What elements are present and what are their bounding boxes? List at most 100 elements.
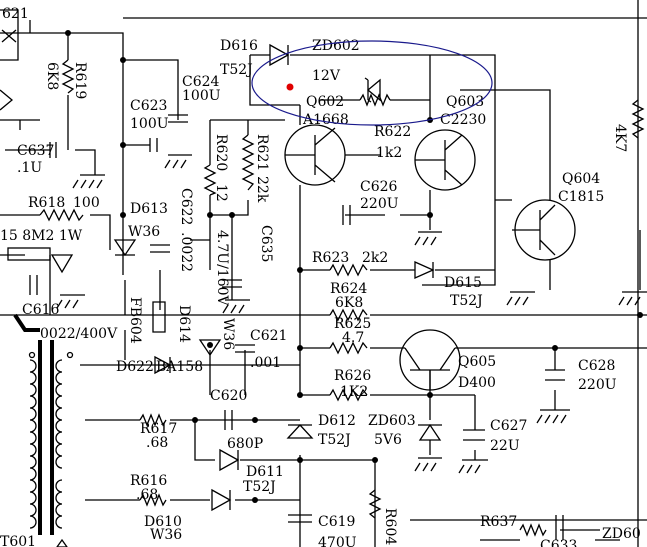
- r620-body: [203, 164, 217, 196]
- label-zd603-value: 5V6: [374, 432, 402, 448]
- label-r626-value: 1K2: [340, 384, 368, 400]
- label-q603: Q603: [446, 94, 484, 110]
- component-labels: 621 6K8 R619 C624 100U C623 100U C637 .1…: [0, 6, 641, 547]
- d611-body: [219, 448, 240, 472]
- label-zd60: ZD60: [602, 526, 641, 542]
- r637-body: [519, 523, 547, 537]
- label-c626: C626: [360, 179, 398, 195]
- label-c623: C623: [130, 98, 167, 114]
- label-c628-value: 220U: [578, 377, 617, 393]
- label-c633: C633: [540, 538, 577, 547]
- d612-body: [286, 424, 314, 439]
- r621-body: [241, 134, 255, 191]
- label-r637: R637: [480, 514, 517, 530]
- r622-body: [359, 93, 391, 107]
- label-r617: R617: [140, 421, 177, 437]
- resistors: [7, 59, 645, 537]
- label-c623-value: 100U: [130, 116, 169, 132]
- junction-dots: [65, 30, 643, 503]
- label-c635-value: 4.7U/160V: [214, 230, 230, 307]
- zd603-body: [418, 423, 442, 441]
- diodes: [113, 43, 442, 512]
- label-d610-value: W36: [150, 527, 182, 543]
- label-d622: D622: [116, 359, 154, 375]
- label-d611: D611: [246, 464, 284, 480]
- c620-body: [224, 410, 233, 430]
- label-c620: C620: [210, 388, 247, 404]
- label-q602-value: A1668: [302, 112, 349, 128]
- r626-body: [329, 388, 368, 402]
- label-r623: R623: [312, 250, 349, 266]
- label-c624: C624: [182, 74, 220, 90]
- label-4k7: 4K7: [612, 124, 628, 152]
- c637-body: [49, 142, 57, 158]
- label-r622-value: 1k2: [376, 145, 402, 161]
- q604-symbol: [512, 199, 576, 261]
- label-zd602: ZD602: [312, 38, 360, 54]
- label-r622: R622: [374, 124, 411, 140]
- label-w36b: W36: [220, 318, 236, 350]
- transistors: [284, 124, 576, 391]
- label-d612: D612: [318, 413, 356, 429]
- r604-body: [368, 489, 382, 519]
- ground-symbols: [0, 89, 647, 474]
- d616-body: [269, 43, 290, 67]
- label-c619-value: 470U: [318, 535, 357, 547]
- label-c637: C637: [17, 143, 54, 159]
- label-r625-value: 4.7: [342, 330, 364, 346]
- label-r620: R620: [213, 134, 229, 171]
- label-q603-value: C2230: [440, 112, 486, 128]
- label-c621-value: .001: [250, 355, 281, 371]
- q605-symbol: [399, 329, 461, 391]
- q603-symbol: [414, 129, 476, 191]
- label-r625: R625: [334, 316, 371, 332]
- label-r619: R619: [72, 62, 88, 99]
- label-r626: R626: [334, 368, 371, 384]
- label-c626-value: 220U: [360, 196, 399, 212]
- c627-body: [463, 429, 485, 441]
- r4k7-body: [631, 99, 645, 139]
- d610-body: [211, 488, 232, 512]
- label-c628: C628: [578, 358, 615, 374]
- label-c637-value: .1U: [17, 160, 42, 176]
- highlight-ellipse: [251, 40, 493, 126]
- r623-body: [329, 263, 368, 277]
- c626-body: [342, 205, 351, 225]
- label-621: 621: [2, 6, 29, 22]
- c635-body: [222, 279, 242, 288]
- d615-body: [414, 260, 435, 280]
- label-r618-value: 100: [73, 195, 100, 211]
- label-d616-value: T52J: [220, 62, 253, 78]
- label-r621: R621: [254, 134, 270, 171]
- label-r616-value: .68: [136, 487, 158, 503]
- label-t601: T601: [0, 534, 36, 547]
- label-zd602-value: 12V: [312, 68, 341, 84]
- label-c621: C621: [250, 328, 287, 344]
- label-d612-value: T52J: [318, 432, 351, 448]
- r625-body: [329, 341, 368, 355]
- label-c616: C616: [22, 302, 60, 318]
- transformer-t601: [0, 9, 74, 547]
- label-r617-value: .68: [146, 435, 168, 451]
- fb604-body: [152, 301, 166, 333]
- c619-body: [288, 514, 312, 523]
- label-r624-value: 6K8: [335, 295, 363, 311]
- label-6k8: 6K8: [44, 62, 60, 90]
- label-q604: Q604: [562, 171, 600, 187]
- label-q605: Q605: [458, 354, 496, 370]
- label-d622-value: BA158: [156, 359, 203, 375]
- label-d616: D616: [220, 38, 258, 54]
- label-c624-value: 100U: [182, 88, 221, 104]
- label-d615: D615: [444, 275, 482, 291]
- d614-body: [198, 339, 222, 357]
- label-c627-value: 22U: [490, 438, 520, 454]
- label-8m2: 15 8M2 1W: [0, 228, 83, 244]
- c624-body: [168, 114, 188, 123]
- r624-body: [329, 308, 368, 322]
- label-r620-value: 12: [213, 184, 229, 202]
- c621-body: [235, 344, 255, 353]
- capacitors: [29, 114, 565, 540]
- label-w36a: W36: [128, 224, 160, 240]
